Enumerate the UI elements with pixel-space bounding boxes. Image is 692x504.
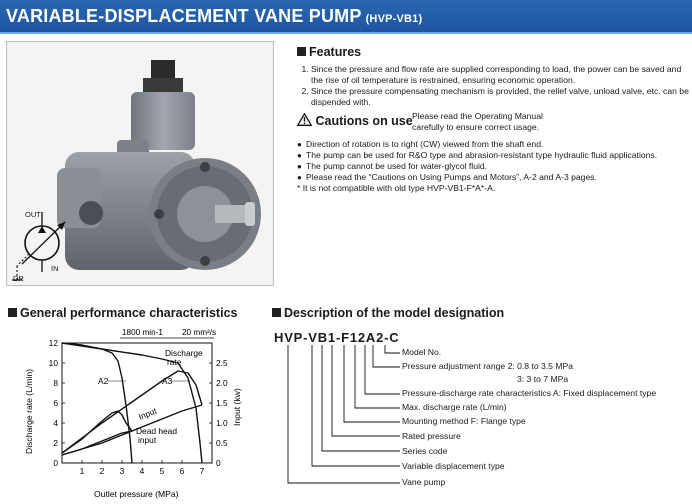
y-tick-label: 10: [49, 358, 59, 368]
y-tick-label: 8: [53, 378, 58, 388]
page-title: VARIABLE-DISPLACEMENT VANE PUMP(HVP-VB1): [6, 6, 423, 26]
features-heading: Features: [297, 45, 361, 59]
y2-tick-label: 0: [216, 458, 221, 468]
model-line: Vane pump: [402, 477, 446, 487]
model-heading: Description of the model designation: [272, 306, 504, 320]
list-item: Since the pressure and flow rate are sup…: [311, 64, 689, 86]
performance-heading: General performance characteristics: [8, 306, 237, 320]
model-code: HVP-VB1-F12A2-C: [274, 330, 400, 345]
y2-tick-label: 0.5: [216, 438, 228, 448]
series-line-3: [61, 370, 203, 454]
y-axis-label: Discharge rate (L/min): [24, 369, 34, 454]
condition-speed: 1800 min-1: [122, 328, 163, 337]
x-tick-label: 6: [180, 466, 185, 476]
condition-viscosity: 20 mm²/s: [182, 328, 216, 337]
list-item: Direction of rotation is to right (CW) v…: [297, 139, 689, 150]
cautions-footnote: * It is not compatible with old type HVP…: [297, 183, 496, 193]
features-list: Since the pressure and flow rate are sup…: [297, 64, 689, 108]
y-tick-label: 2: [53, 438, 58, 448]
label-a3: A3: [162, 376, 173, 386]
product-photo: OUT IN DR: [6, 41, 274, 286]
symbol-dr-label: DR: [13, 274, 24, 283]
model-line: Mounting method F: Flange type: [402, 416, 526, 426]
x-tick-label: 2: [100, 466, 105, 476]
model-line: Max. discharge rate (L/min): [402, 402, 507, 412]
series-line-5: [61, 404, 203, 456]
x-tick-label: 4: [140, 466, 145, 476]
list-item: Please read the “Cautions on Using Pumps…: [297, 172, 689, 183]
symbol-in-label: IN: [51, 264, 59, 273]
cautions-heading: Cautions on use: [296, 112, 413, 128]
page-subtitle: (HVP-VB1): [365, 13, 423, 25]
list-item: The pump can be used for R&O type and ab…: [297, 150, 689, 161]
model-line: Pressure-discharge rate characteristics …: [402, 388, 657, 398]
cautions-list: Direction of rotation is to right (CW) v…: [297, 139, 689, 194]
y-tick-label: 12: [49, 338, 59, 348]
y2-tick-label: 2.5: [216, 358, 228, 368]
model-line: Series code: [402, 446, 448, 456]
series-line-2: [61, 410, 133, 454]
pump-illustration: [12, 60, 261, 281]
x-tick-label: 7: [200, 466, 205, 476]
y2-tick-label: 2.0: [216, 378, 228, 388]
model-leader-lines: [287, 345, 400, 484]
model-line: Model No.: [402, 347, 442, 357]
y-tick-label: 0: [53, 458, 58, 468]
x-tick-label: 5: [160, 466, 165, 476]
model-line: Pressure adjustment range 2: 0.8 to 3.5 …: [402, 361, 574, 371]
model-line: 3: 3 to 7 MPa: [517, 374, 569, 384]
y2-tick-label: 1.0: [216, 418, 228, 428]
list-item: The pump cannot be used for water-glycol…: [297, 161, 689, 172]
y-tick-label: 4: [53, 418, 58, 428]
label-a2: A2: [98, 376, 109, 386]
model-line: Rated pressure: [402, 431, 461, 441]
warning-icon: [296, 112, 313, 126]
x-tick-label: 1: [80, 466, 85, 476]
symbol-out-label: OUT: [25, 210, 41, 219]
series-line-1: [61, 342, 203, 464]
x-axis-label: Outlet pressure (MPa): [94, 489, 179, 499]
y2-axis-label: Input (kw): [232, 388, 242, 426]
label-input: Input: [137, 405, 159, 422]
title-banner: VARIABLE-DISPLACEMENT VANE PUMP(HVP-VB1): [0, 0, 692, 34]
y2-tick-label: 1.5: [216, 398, 228, 408]
x-tick-label: 3: [120, 466, 125, 476]
list-item: Since the pressure compensating mechanis…: [311, 86, 689, 108]
model-line: Variable displacement type: [402, 461, 505, 471]
y-tick-label: 6: [53, 398, 58, 408]
plot-frame: [61, 342, 213, 464]
